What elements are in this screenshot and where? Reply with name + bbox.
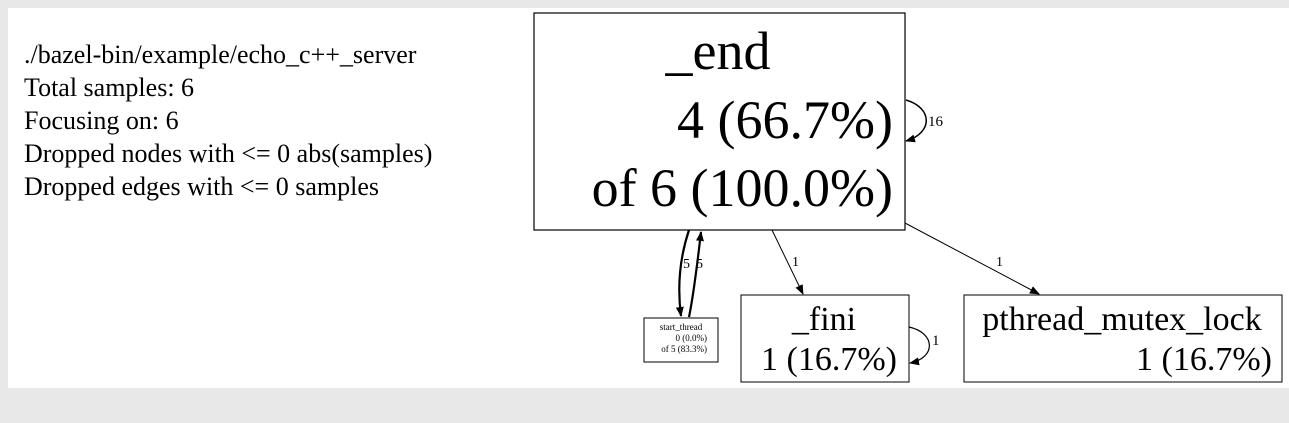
node-end-flat: 4 (66.7%) [677, 90, 893, 150]
edge-end-to-fini: 1 [771, 229, 804, 295]
node-start-thread-box [643, 317, 719, 363]
node-fini-box [740, 294, 910, 383]
edge-start-thread-to-end: 5 [687, 231, 704, 318]
node-fini-flat: 1 (16.7%) [761, 341, 897, 378]
legend-total-samples: Total samples: 6 [24, 73, 195, 102]
edge-end-to-start-label: 5 [683, 257, 690, 272]
node-start-thread-flat: 0 (0.0%) [676, 333, 708, 343]
node-fini-name: _fini [791, 301, 856, 338]
edge-end-to-start-line [675, 229, 691, 317]
edge-fini-self-label: 1 [932, 333, 940, 349]
node-end-box [533, 12, 906, 231]
node-start-thread[interactable]: start_thread 0 (0.0%) of 5 (83.3%) [643, 317, 719, 363]
call-graph: _end 4 (66.7%) of 6 (100.0%) start_threa… [533, 12, 1283, 383]
edge-end-to-pthread: 1 [904, 222, 1040, 295]
node-end-cum: of 6 (100.0%) [592, 158, 893, 218]
edge-end-to-fini-line [771, 229, 804, 295]
node-start-thread-name: start_thread [660, 322, 703, 332]
node-fini[interactable]: _fini 1 (16.7%) [740, 294, 910, 383]
node-end-name: _end [665, 21, 771, 81]
edge-end-to-fini-label: 1 [792, 255, 799, 270]
node-start-thread-cum: of 5 (83.3%) [661, 344, 707, 354]
edge-end-self-line [905, 99, 927, 143]
node-pthread-box [963, 294, 1283, 383]
node-pthread-mutex-lock[interactable]: pthread_mutex_lock 1 (16.7%) [963, 294, 1283, 383]
edge-start-to-end-label: 5 [696, 257, 703, 272]
edge-end-to-pthread-label: 1 [996, 255, 1003, 270]
legend-program-path: ./bazel-bin/example/echo_c++_server [24, 40, 417, 69]
legend-dropped-edges: Dropped edges with <= 0 samples [24, 172, 379, 201]
edge-end-to-start-thread: 5 [675, 229, 691, 317]
legend-dropped-nodes: Dropped nodes with <= 0 abs(samples) [24, 139, 433, 168]
edge-end-to-pthread-line [904, 222, 1040, 295]
profile-graph-canvas: ./bazel-bin/example/echo_c++_server Tota… [8, 8, 1289, 388]
node-end[interactable]: _end 4 (66.7%) of 6 (100.0%) [533, 12, 906, 231]
edge-end-self: 16 [905, 99, 944, 143]
edge-end-self-label: 16 [928, 114, 944, 130]
edge-start-to-end-line [687, 231, 704, 318]
graph-legend: ./bazel-bin/example/echo_c++_server Tota… [24, 38, 432, 203]
edge-fini-self: 1 [908, 326, 940, 366]
legend-focusing: Focusing on: 6 [24, 106, 179, 135]
node-pthread-name: pthread_mutex_lock [982, 301, 1261, 338]
edge-fini-self-line [908, 326, 930, 366]
node-pthread-flat: 1 (16.7%) [1136, 341, 1272, 378]
